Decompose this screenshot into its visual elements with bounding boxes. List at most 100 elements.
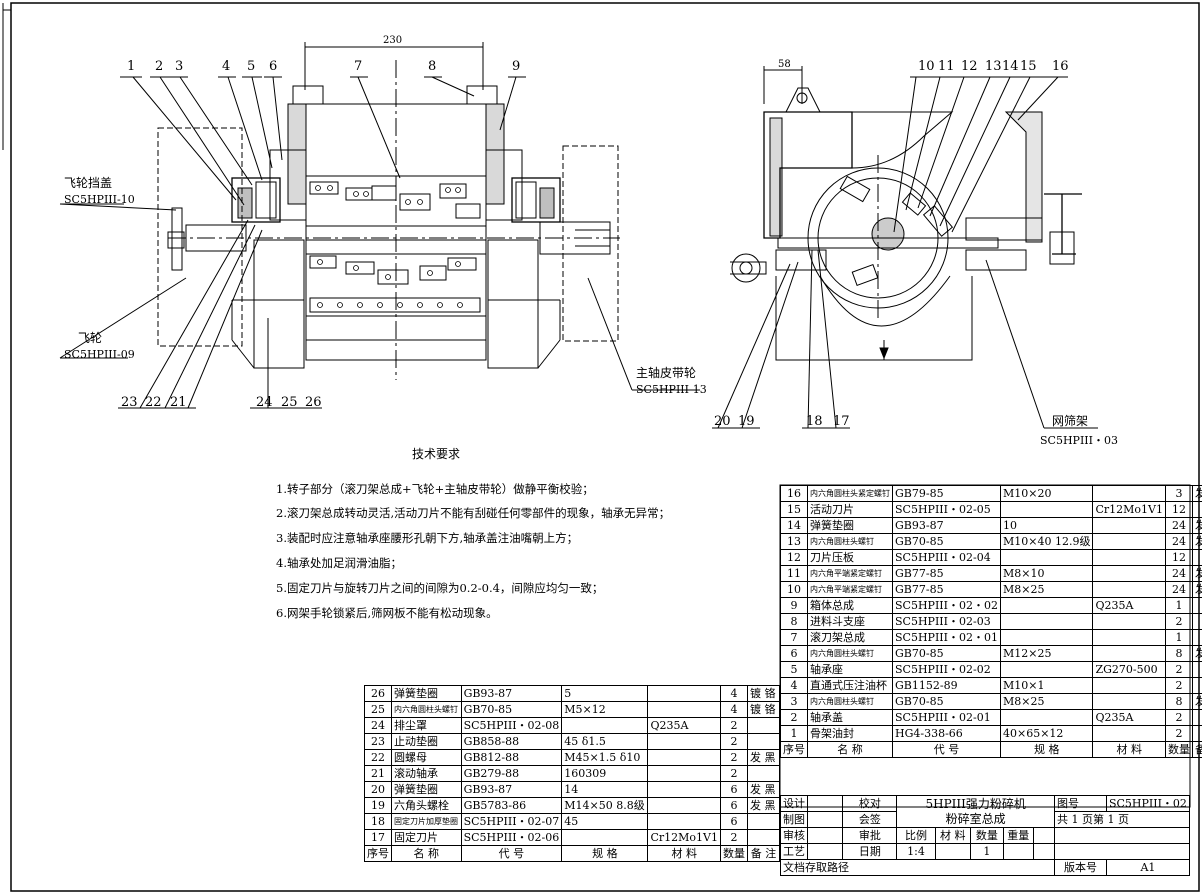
- balloon-1: 1: [127, 59, 136, 74]
- bom-upper-cell-name: 弹簧垫圈: [807, 517, 893, 534]
- bom-upper-header-cell: 材 料: [1092, 741, 1166, 758]
- bom-upper-cell-mat: [1092, 549, 1166, 566]
- tb-weight-label: 重量: [1002, 827, 1034, 844]
- balloon-3: 3: [175, 59, 184, 74]
- bom-upper-cell-name: 轴承盖: [807, 709, 893, 726]
- bom-lower-cell-spec: 5: [561, 685, 649, 702]
- bom-upper-cell-note: [1191, 677, 1202, 694]
- balloon-19: 19: [738, 414, 755, 429]
- tech-requirements-title: 技术要求: [412, 447, 461, 461]
- tb-drawing-no-label: 图号: [1054, 795, 1107, 812]
- bom-upper-cell-spec: [999, 597, 1094, 614]
- title-block: 设计 校对 5HPIII强力粉碎机 粉碎室总成 图号 SC5HPIII・02 制…: [779, 795, 1191, 876]
- bom-lower-cell-no: 17: [364, 829, 392, 846]
- balloon-5: 5: [247, 59, 256, 74]
- bom-lower-cell-name: 排尘罩: [391, 717, 462, 734]
- bom-upper-cell-name: 内六角平端紧定螺钉: [807, 565, 893, 582]
- bom-upper-cell-mat: [1092, 693, 1166, 710]
- screen-frame-code: SC5HPIII・03: [1040, 434, 1118, 447]
- balloon-12: 12: [961, 59, 978, 74]
- bom-upper-cell-code: GB93-87: [892, 517, 1001, 534]
- bom-upper-cell-no: 15: [780, 501, 808, 518]
- bom-lower-cell-code: GB858-88: [460, 733, 563, 750]
- flywheel-cap-label: 飞轮挡盖: [64, 176, 113, 190]
- bom-lower-header-cell: 名 称: [391, 845, 462, 862]
- bom-lower-cell-spec: 160309: [561, 765, 649, 782]
- bom-upper-cell-qty: 24: [1164, 533, 1193, 550]
- bom-lower-cell-note: 发 黑: [746, 749, 781, 766]
- bom-upper-cell-mat: [1092, 581, 1166, 598]
- tb-product: 5HPIII强力粉碎机 粉碎室总成: [896, 795, 1056, 828]
- tb-archive: 文档存取路径: [779, 859, 1056, 876]
- bom-lower-cell-name: 止动垫圈: [391, 733, 462, 750]
- bom-lower-cell-spec: M45×1.5 δ10: [561, 749, 649, 766]
- bom-upper-cell-code: SC5HPIII・02-05: [892, 501, 1001, 518]
- bom-lower-header-row: 序号名 称代 号规 格材 料数量备 注: [364, 845, 781, 862]
- bom-lower-cell-qty: 2: [719, 733, 748, 750]
- tb-scale: 1:4: [896, 843, 936, 860]
- bom-upper-cell-mat: Q235A: [1092, 709, 1166, 726]
- balloon-26: 26: [305, 395, 322, 410]
- main-pulley-label: 主轴皮带轮: [636, 366, 697, 380]
- bom-lower-cell-code: GB5783-86: [460, 797, 563, 814]
- bom-lower-cell-name: 六角头螺栓: [391, 797, 462, 814]
- balloon-17: 17: [833, 414, 850, 429]
- balloon-8: 8: [428, 59, 437, 74]
- flywheel-label: 飞轮: [78, 331, 103, 345]
- bom-lower-cell-name: 内六角圆柱头螺钉: [391, 701, 462, 718]
- bom-upper-cell-qty: 2: [1164, 661, 1193, 678]
- bom-upper-cell-code: SC5HPIII・02-04: [892, 549, 1001, 566]
- bom-upper-cell-mat: [1092, 485, 1166, 502]
- balloon-25: 25: [281, 395, 298, 410]
- bom-upper-cell-spec: [999, 549, 1094, 566]
- bom-upper-cell-mat: ZG270-500: [1092, 661, 1166, 678]
- bom-upper-cell-note: [1191, 709, 1202, 726]
- bom-upper-cell-name: 活动刀片: [807, 501, 893, 518]
- bom-upper-cell-no: 10: [780, 581, 808, 598]
- bom-lower-cell-spec: M5×12: [561, 701, 649, 718]
- bom-upper-cell-qty: 2: [1164, 677, 1193, 694]
- bom-upper-cell-note: [1191, 613, 1202, 630]
- bom-upper-cell-no: 2: [780, 709, 808, 726]
- tb-design: 设计: [780, 795, 808, 812]
- bom-upper-cell-note: [1191, 549, 1202, 566]
- bom-lower-cell-name: 弹簧垫圈: [391, 685, 462, 702]
- tech-item-1: 1.转子部分（滚刀架总成+飞轮+主轴皮带轮）做静平衡校验；: [276, 482, 594, 496]
- balloon-18: 18: [806, 414, 823, 429]
- right-section-view: [712, 66, 1098, 429]
- bom-lower-cell-no: 21: [364, 765, 392, 782]
- bom-upper-cell-code: GB70-85: [892, 693, 1001, 710]
- balloon-6: 6: [269, 59, 278, 74]
- bom-lower-cell-code: SC5HPIII・02-08: [460, 717, 563, 734]
- bom-upper-cell-qty: 24: [1164, 565, 1193, 582]
- bom-lower-cell-mat: [647, 733, 721, 750]
- balloon-7: 7: [354, 59, 363, 74]
- bom-upper-cell-no: 3: [780, 693, 808, 710]
- bom-lower-cell-note: [746, 829, 781, 846]
- balloon-13: 13: [985, 59, 1002, 74]
- bom-upper-cell-note: 发 黑: [1191, 565, 1202, 582]
- bom-upper-cell-mat: Cr12Mo1V1: [1092, 501, 1166, 518]
- bom-upper-cell-name: 直通式压注油杯: [807, 677, 893, 694]
- balloon-22: 22: [145, 395, 162, 410]
- bom-upper-cell-code: GB79-85: [892, 485, 1001, 502]
- bom-upper-cell-name: 内六角圆柱头螺钉: [807, 693, 893, 710]
- bom-lower-cell-spec: [561, 829, 649, 846]
- balloon-21: 21: [170, 395, 187, 410]
- bom-lower-cell-code: GB93-87: [460, 781, 563, 798]
- flywheel-code: SC5HPIII-09: [64, 348, 135, 361]
- bom-upper-cell-spec: M10×40 12.9级: [999, 533, 1094, 550]
- bom-upper-cell-name: 箱体总成: [807, 597, 893, 614]
- bom-lower-cell-qty: 4: [719, 685, 748, 702]
- balloon-11: 11: [938, 59, 955, 74]
- tb-material-label: 材 料: [934, 827, 971, 844]
- tech-item-3: 3.装配时应注意轴承座腰形孔朝下方,轴承盖注油嘴朝上方；: [276, 531, 579, 545]
